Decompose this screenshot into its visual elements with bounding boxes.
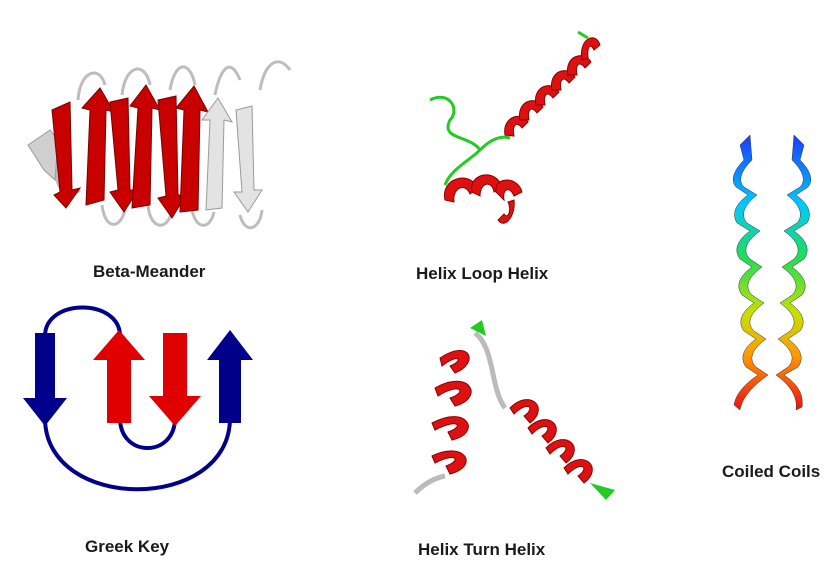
greek-key-strand-4 <box>207 330 253 423</box>
greek-key-panel <box>15 298 255 513</box>
greek-key-outer-loop <box>45 418 230 489</box>
helix-loop-helix-panel <box>410 10 610 245</box>
greek-key-top-loop <box>45 308 120 337</box>
helix-turn-helix-caption: Helix Turn Helix <box>418 540 545 560</box>
helix-turn-helix-panel <box>410 318 630 508</box>
lower-helix <box>444 175 522 223</box>
beta-strand-2 <box>82 88 114 205</box>
greek-key-strand-1 <box>23 333 67 426</box>
helix-loop-helix-image <box>410 10 610 245</box>
beta-meander-caption: Beta-Meander <box>93 262 205 282</box>
greek-key-strand-3 <box>149 333 201 426</box>
beta-strand-6 <box>176 86 208 212</box>
beta-strand-grey-left <box>28 130 58 180</box>
beta-strand-grey-2 <box>234 106 262 212</box>
beta-strand-grey-1 <box>202 98 232 210</box>
right-helix <box>510 400 592 483</box>
beta-meander-image <box>10 40 300 240</box>
greek-key-strand-2 <box>93 330 145 423</box>
helix-loop-helix-caption: Helix Loop Helix <box>416 264 548 284</box>
coiled-coil-pair <box>733 135 811 410</box>
coiled-coils-caption: Coiled Coils <box>722 462 820 482</box>
beta-strand-1 <box>52 102 80 208</box>
upper-helix <box>505 38 600 136</box>
left-helix <box>432 350 471 474</box>
beta-strand-4 <box>130 85 160 208</box>
greek-key-image <box>15 298 255 513</box>
helix-turn-helix-image <box>410 318 630 508</box>
coiled-coils-image <box>722 125 822 425</box>
greek-key-caption: Greek Key <box>85 537 169 557</box>
beta-meander-panel <box>10 40 300 240</box>
loop-green <box>430 97 480 185</box>
coiled-coils-panel <box>722 125 822 425</box>
